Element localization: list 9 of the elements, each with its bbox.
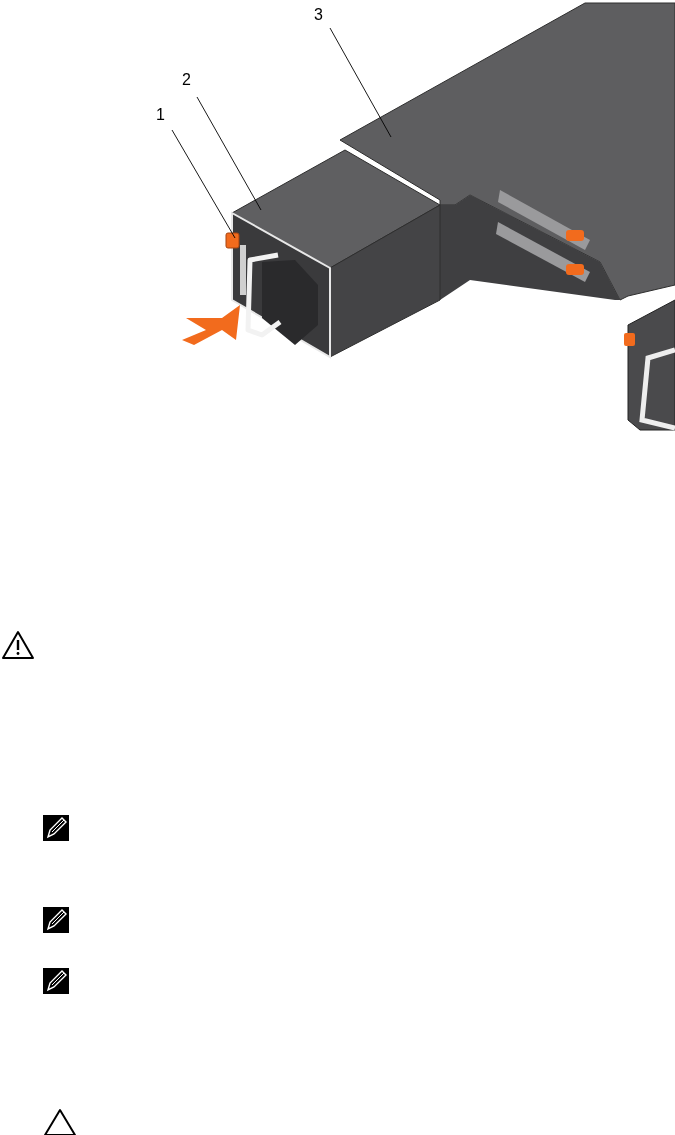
leader-line: [196, 96, 262, 211]
chassis-drawing: [339, 2, 675, 431]
callout-number: 3: [314, 6, 323, 24]
callout-number: 1: [156, 106, 165, 124]
callout-number: 2: [182, 71, 191, 89]
leader-line: [329, 27, 392, 138]
power-supply-drawing: [231, 149, 441, 359]
latch-tab: [225, 232, 240, 249]
leader-line: [171, 129, 236, 239]
